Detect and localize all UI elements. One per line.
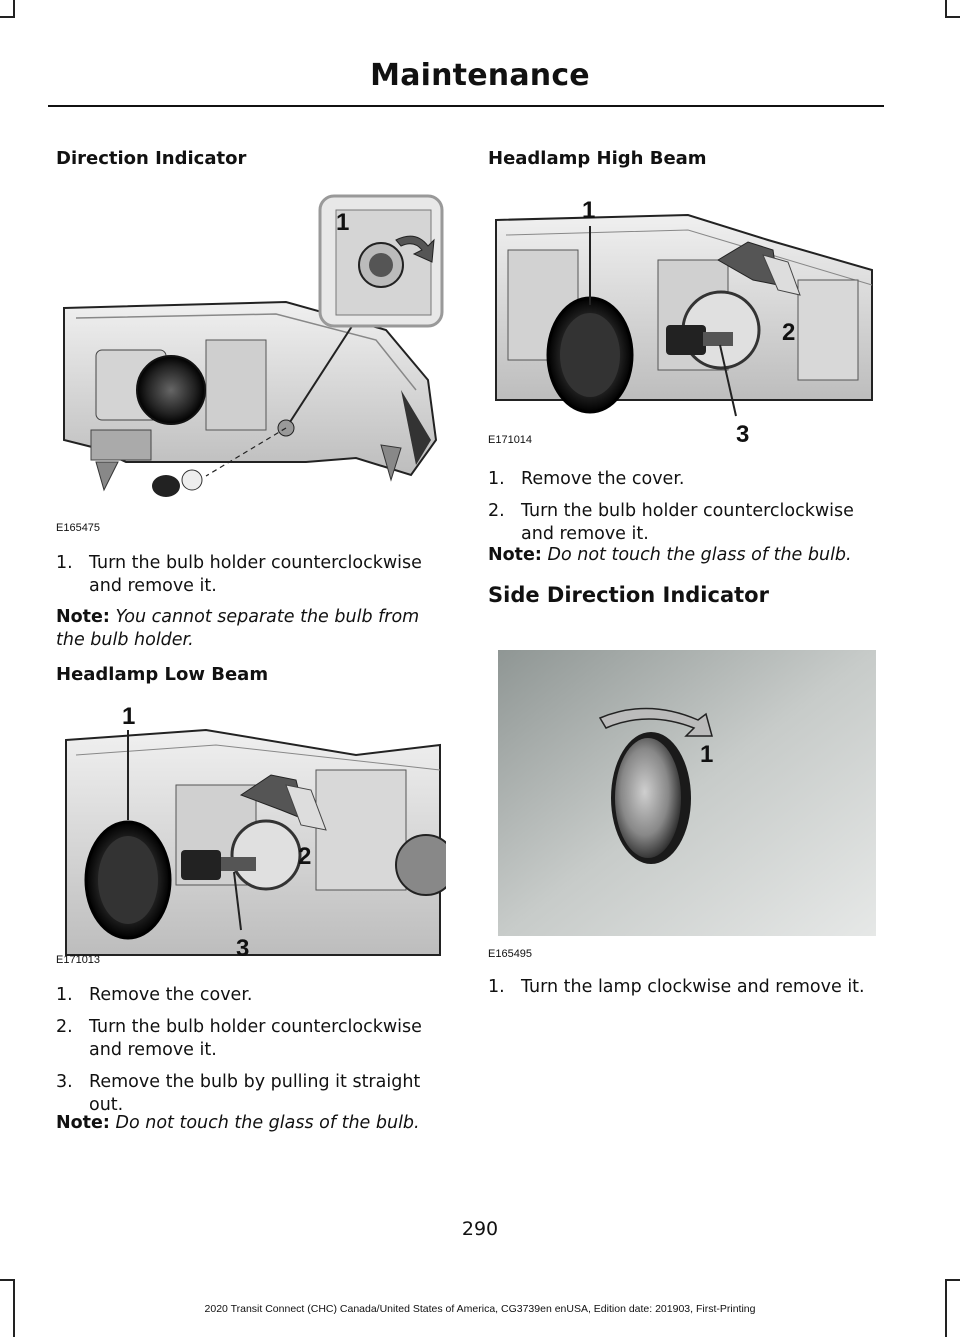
callout-2: 2 [782,319,795,346]
callout-3: 3 [736,421,749,448]
figure-id: E165495 [488,948,533,960]
figure-direction-indicator: 1 E165475 [56,190,446,540]
list-item: 2.Turn the bulb holder counterclockwise … [56,1017,422,1060]
heading-high-beam: Headlamp High Beam [488,148,707,169]
list-item: 1.Remove the cover. [488,469,685,489]
note-high-beam: Note: Do not touch the glass of the bulb… [488,545,852,565]
heading-low-beam: Headlamp Low Beam [56,664,269,685]
page-title: Maintenance [370,58,590,93]
header-rule [48,105,884,107]
crop-mark [945,1279,947,1337]
crop-mark [0,1279,15,1281]
heading-direction-indicator: Direction Indicator [56,148,247,169]
note-direction-indicator: Note: You cannot separate the bulb from … [56,607,420,650]
list-item: 3.Remove the bulb by pulling it straight… [56,1072,421,1115]
list-item: 1.Remove the cover. [56,985,253,1005]
figure-id: E171013 [56,954,101,966]
callout-3: 3 [236,935,249,962]
footer-text: 2020 Transit Connect (CHC) Canada/United… [204,1303,756,1315]
figure-high-beam: 1 2 3 E171014 [488,190,878,452]
heading-side-indicator: Side Direction Indicator [488,583,769,607]
page-number: 290 [461,1218,499,1240]
callout-1: 1 [700,741,713,768]
steps-high-beam: 1.Remove the cover. 2.Turn the bulb hold… [488,468,884,555]
callout-1: 1 [122,703,135,730]
list-item: 1.Turn the lamp clockwise and remove it. [488,977,865,997]
callout-1: 1 [336,209,349,236]
crop-mark [13,1279,15,1337]
crop-mark [945,1279,960,1281]
crop-mark [945,16,960,18]
figure-side-indicator: 1 E165495 [488,640,880,964]
list-item: 1.Turn the bulb holder counterclockwise … [56,553,422,596]
steps-side-indicator: 1.Turn the lamp clockwise and remove it. [488,976,884,1008]
figure-id: E171014 [488,434,533,446]
callout-1: 1 [582,197,595,224]
steps-direction-indicator: 1.Turn the bulb holder counterclockwise … [56,552,448,607]
callout-2: 2 [298,843,311,870]
note-low-beam: Note: Do not touch the glass of the bulb… [56,1113,420,1133]
crop-mark [945,0,947,18]
list-item: 2.Turn the bulb holder counterclockwise … [488,501,854,544]
figure-id: E165475 [56,522,101,534]
steps-low-beam: 1.Remove the cover. 2.Turn the bulb hold… [56,984,448,1126]
figure-low-beam: 1 2 3 E171013 [56,700,446,970]
crop-mark [13,0,15,18]
crop-mark [0,16,15,18]
